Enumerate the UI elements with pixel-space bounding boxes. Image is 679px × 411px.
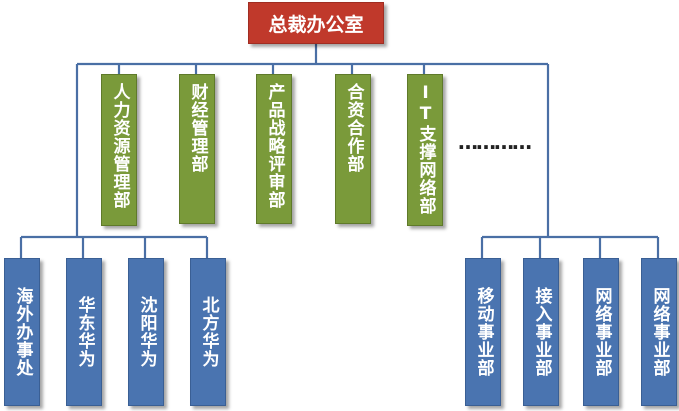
- region-node-overseas: 海外办事处: [4, 258, 40, 406]
- unit-label: 网络事业部: [649, 287, 670, 377]
- dept-label: IT支撑网络部: [415, 83, 436, 215]
- region-label: 沈阳华为: [136, 296, 157, 368]
- unit-label: 移动事业部: [473, 287, 494, 377]
- dept-label: 财经管理部: [187, 83, 208, 173]
- dept-node-product-strategy: 产品战略评审部: [256, 74, 292, 224]
- unit-node-network-1: 网络事业部: [583, 258, 619, 406]
- region-label: 北方华为: [198, 296, 219, 368]
- region-node-north: 北方华为: [190, 258, 226, 406]
- unit-node-mobile: 移动事业部: [465, 258, 501, 406]
- dept-label: 产品战略评审部: [264, 83, 285, 209]
- root-node-president-office: 总裁办公室: [248, 2, 384, 44]
- dept-label: 人力资源管理部: [109, 83, 130, 209]
- dept-node-it-support: IT支撑网络部: [407, 74, 443, 226]
- unit-label: 网络事业部: [591, 287, 612, 377]
- unit-node-network-2: 网络事业部: [641, 258, 677, 406]
- dept-node-hr: 人力资源管理部: [101, 74, 137, 226]
- region-node-east-china: 华东华为: [66, 258, 102, 406]
- dept-node-joint-venture: 合资合作部: [335, 74, 371, 224]
- region-label: 华东华为: [74, 296, 95, 368]
- unit-label: 接入事业部: [531, 287, 552, 377]
- dept-node-finance: 财经管理部: [179, 74, 215, 224]
- unit-node-access: 接入事业部: [523, 258, 559, 406]
- root-node-label: 总裁办公室: [268, 13, 364, 36]
- more-departments-ellipsis: …………: [458, 130, 532, 154]
- region-node-shenyang: 沈阳华为: [128, 258, 164, 406]
- dept-label: 合资合作部: [343, 83, 364, 173]
- region-label: 海外办事处: [12, 287, 33, 377]
